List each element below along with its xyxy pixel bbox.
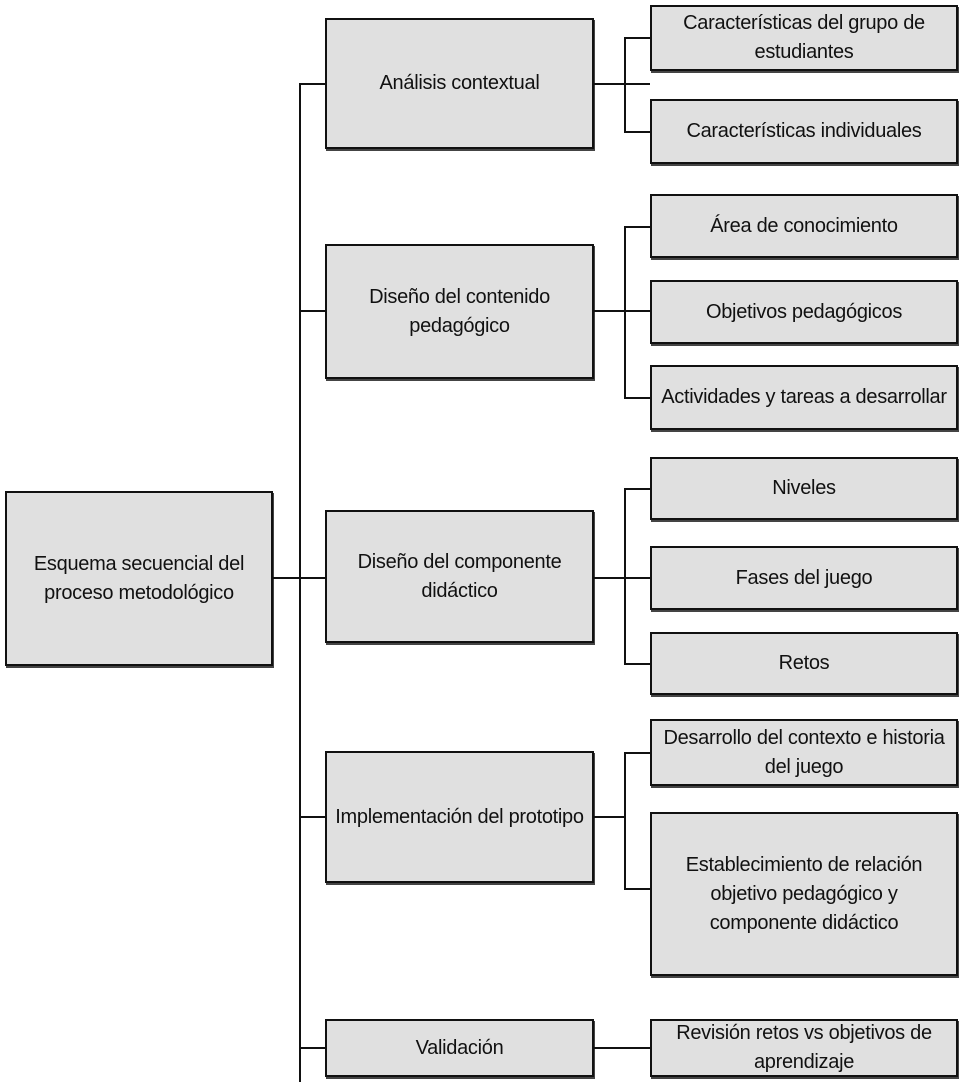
- item-label: Área de conocimiento: [710, 214, 898, 237]
- item-node: Revisión retos vs objetivos de aprendiza…: [650, 1019, 958, 1077]
- connector: [594, 577, 650, 579]
- stage-label: Validación: [415, 1036, 504, 1059]
- connector: [624, 752, 650, 754]
- connector: [299, 310, 325, 312]
- item-label: Niveles: [772, 477, 836, 499]
- item-node: Retos: [650, 632, 958, 695]
- item-node: Características del grupo de estudiantes: [650, 5, 958, 71]
- trunk-line: [299, 84, 301, 1082]
- connector: [299, 1047, 325, 1049]
- connector: [299, 816, 325, 818]
- item-label: Características del grupo de estudiantes: [683, 12, 925, 63]
- connector: [273, 577, 301, 579]
- connector: [624, 37, 650, 39]
- connector: [594, 310, 650, 312]
- connector: [594, 816, 625, 818]
- branch-line: [624, 226, 626, 399]
- item-label: Actividades y tareas a desarrollar: [661, 386, 947, 408]
- connector: [624, 888, 650, 890]
- stage-componente: Diseño del componente didáctico: [325, 510, 594, 643]
- connector: [624, 397, 650, 399]
- connector: [299, 577, 325, 579]
- connector: [624, 663, 650, 665]
- stage-label: Diseño del contenido pedagógico: [369, 285, 550, 337]
- item-label: Desarrollo del contexto e historia del j…: [663, 726, 945, 778]
- connector: [624, 131, 650, 133]
- item-node: Características individuales: [650, 99, 958, 164]
- item-label: Fases del juego: [735, 566, 873, 589]
- item-node: Área de conocimiento: [650, 194, 958, 258]
- item-label: Retos: [778, 652, 830, 674]
- item-node: Objetivos pedagógicos: [650, 280, 958, 344]
- connector: [624, 488, 650, 490]
- connector: [299, 83, 325, 85]
- stage-implementacion: Implementación del prototipo: [325, 751, 594, 883]
- root-node: Esquema secuencial del proceso metodológ…: [5, 491, 273, 666]
- item-label: Revisión retos vs objetivos de aprendiza…: [676, 1022, 932, 1073]
- item-node: Actividades y tareas a desarrollar: [650, 365, 958, 430]
- item-label: Objetivos pedagógicos: [705, 300, 903, 323]
- connector: [624, 226, 650, 228]
- branch-line: [624, 752, 626, 889]
- stage-analisis: Análisis contextual: [325, 18, 594, 149]
- stage-label: Análisis contextual: [379, 72, 540, 94]
- item-node: Desarrollo del contexto e historia del j…: [650, 719, 958, 786]
- stage-label: Diseño del componente didáctico: [357, 550, 562, 602]
- stage-contenido: Diseño del contenido pedagógico: [325, 244, 594, 379]
- branch-line: [624, 488, 626, 664]
- item-node: Niveles: [650, 457, 958, 520]
- item-node: Fases del juego: [650, 546, 958, 610]
- item-node: Establecimiento de relación objetivo ped…: [650, 812, 958, 976]
- item-label: Características individuales: [686, 120, 922, 142]
- root-label: Esquema secuencial del proceso metodológ…: [33, 552, 245, 604]
- stage-label: Implementación del prototipo: [335, 805, 584, 828]
- connector: [594, 83, 650, 85]
- stage-validacion: Validación: [325, 1019, 594, 1077]
- item-label: Establecimiento de relación objetivo ped…: [685, 853, 923, 934]
- connector: [594, 1047, 650, 1049]
- branch-line: [624, 37, 626, 132]
